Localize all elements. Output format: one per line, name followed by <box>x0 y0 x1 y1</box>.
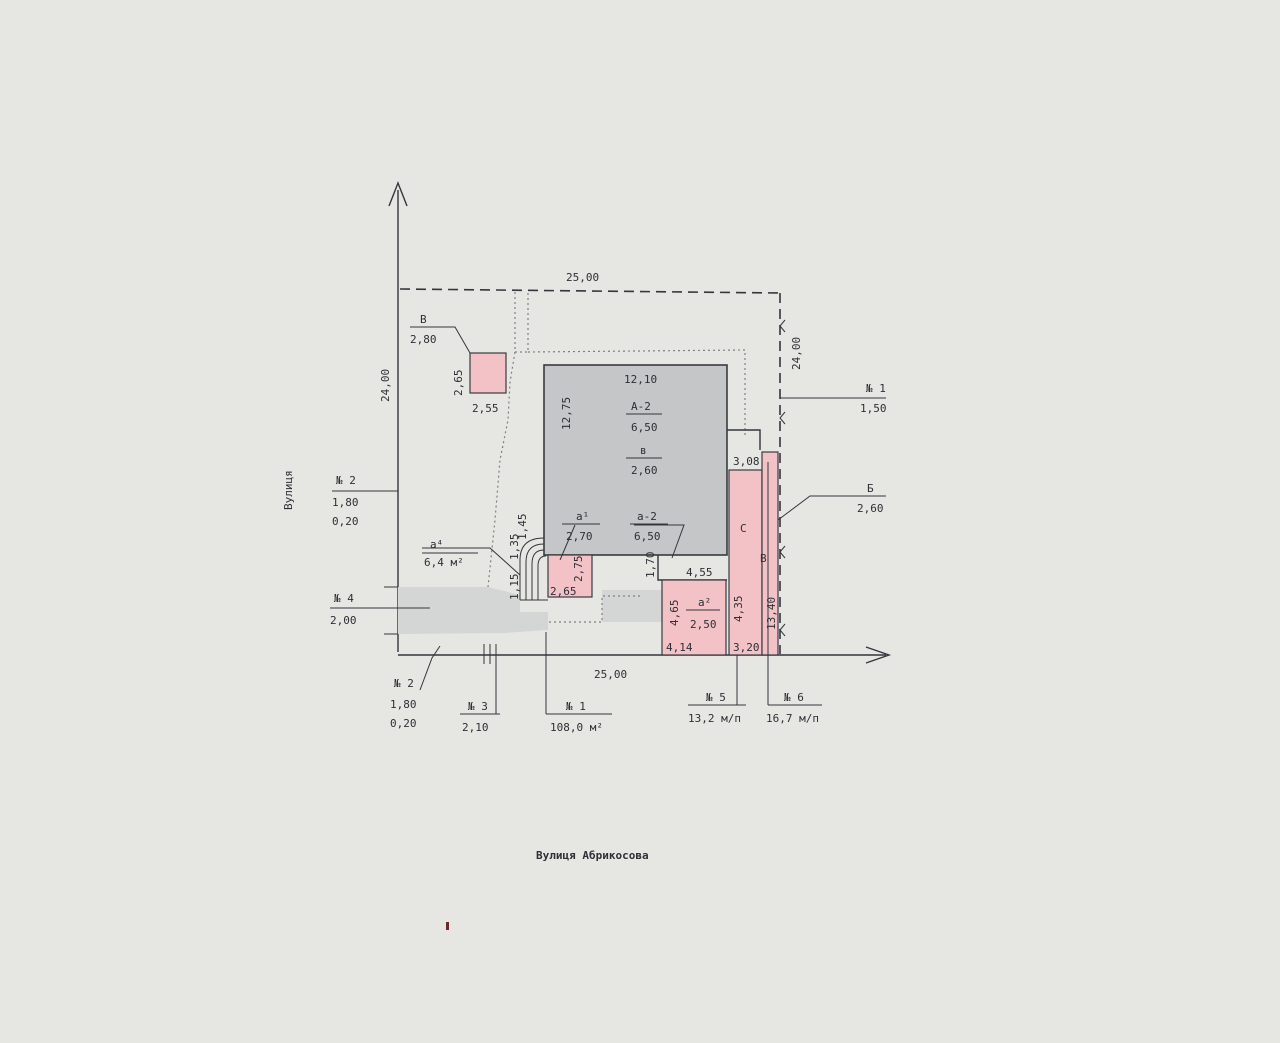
porch <box>547 554 593 598</box>
house-area: 6,50 <box>631 421 658 434</box>
annex-a2-side-a: 4,65 <box>668 600 681 627</box>
leader-lines <box>330 326 886 715</box>
house-extension-outline <box>727 429 761 450</box>
porch-value: 2,70 <box>566 530 593 543</box>
main-house <box>543 364 728 556</box>
house-ext-width: 4,55 <box>686 566 713 579</box>
ink-mark <box>446 922 449 930</box>
fraction-bars <box>422 413 720 611</box>
porch-side-a: 2,75 <box>572 556 585 583</box>
annex-a2 <box>661 579 727 656</box>
plot-boundary <box>399 288 781 654</box>
garden-paths <box>487 292 746 623</box>
house-ext-label: а-2 <box>637 510 657 523</box>
plot-height-right: 24,00 <box>790 337 803 370</box>
shed-v-side-b: 2,55 <box>472 402 499 415</box>
plot-width-top: 25,00 <box>566 271 599 284</box>
callout-n1-bottom-value: 108,0 м² <box>550 721 603 734</box>
building-b-label: Б <box>867 482 874 495</box>
callout-n5-value: 13,2 м/п <box>688 712 741 725</box>
porch-label: а¹ <box>576 510 589 523</box>
callout-n2-bottom-v1: 1,80 <box>390 698 417 711</box>
callout-n2-left-v2: 0,20 <box>332 515 359 528</box>
plot-width-bottom: 25,00 <box>594 668 627 681</box>
callout-n2-bottom-num: № 2 <box>394 677 414 690</box>
garage-bottom: 3,20 <box>733 641 760 654</box>
garage <box>728 469 763 656</box>
boundary-ticks <box>779 319 786 637</box>
house-sub-label: в <box>640 444 647 457</box>
annex-a2-side-b: 4,14 <box>666 641 693 654</box>
callout-n3-num: № 3 <box>468 700 488 713</box>
callout-n6-num: № 6 <box>784 691 804 704</box>
building-b-height: 2,60 <box>857 502 884 515</box>
garage-dim-top: 3,08 <box>733 455 760 468</box>
callout-n6-value: 16,7 м/п <box>766 712 819 725</box>
plot-height-left: 24,00 <box>379 369 392 402</box>
callout-n1-top-value: 1,50 <box>860 402 887 415</box>
horizontal-axis <box>398 646 892 664</box>
stairs-label: а⁴ <box>430 538 443 551</box>
callout-n1-bottom-num: № 1 <box>566 700 586 713</box>
callout-n4-num: № 4 <box>334 592 354 605</box>
house-width: 12,10 <box>624 373 657 386</box>
annex-a2-label: а² <box>698 596 711 609</box>
callout-n1-top-num: № 1 <box>866 382 886 395</box>
gate <box>483 644 497 664</box>
paved-area <box>398 587 662 634</box>
house-ext-value: 6,50 <box>634 530 661 543</box>
stairs-dim-a: 1,45 <box>516 514 529 541</box>
dimension-labels: 25,00 25,00 24,00 24,00 12,10 12,75 A-2 … <box>379 271 884 681</box>
street-left-label: Вулиця <box>282 470 295 510</box>
stairs <box>519 537 548 601</box>
garage-letter-a: С <box>740 522 747 535</box>
porch-side-b: 2,65 <box>550 585 577 598</box>
stairs-dim-b: 1,35 <box>508 534 521 561</box>
shed-v-height: 2,80 <box>410 333 437 346</box>
annex-a2-value: 2,50 <box>690 618 717 631</box>
stairs-dim-c: 1,15 <box>508 574 521 601</box>
building-b-length: 13,40 <box>765 597 778 630</box>
stairs-area: 6,4 м² <box>424 556 464 569</box>
shed-v-side-a: 2,65 <box>452 370 465 397</box>
shed-v-label: В <box>420 313 427 326</box>
house-ext-side: 1,70 <box>644 552 657 579</box>
shed-v <box>469 352 507 394</box>
callout-n2-bottom-v2: 0,20 <box>390 717 417 730</box>
building-b <box>761 451 779 656</box>
callout-n3-value: 2,10 <box>462 721 489 734</box>
house-label: A-2 <box>631 400 651 413</box>
house-height: 12,75 <box>560 397 573 430</box>
callout-n4-value: 2,00 <box>330 614 357 627</box>
garage-letter-b: В <box>760 552 767 565</box>
callout-n2-left-v1: 1,80 <box>332 496 359 509</box>
callout-n5-num: № 5 <box>706 691 726 704</box>
house-sub-value: 2,60 <box>631 464 658 477</box>
callout-labels: № 1 1,50 № 2 1,80 0,20 № 4 2,00 № 2 1,80… <box>330 382 887 734</box>
garage-side: 4,35 <box>732 596 745 623</box>
vertical-axis <box>388 181 408 652</box>
callout-n2-left-num: № 2 <box>336 474 356 487</box>
street-bottom-label: Вулиця Абрикосова <box>536 849 649 862</box>
